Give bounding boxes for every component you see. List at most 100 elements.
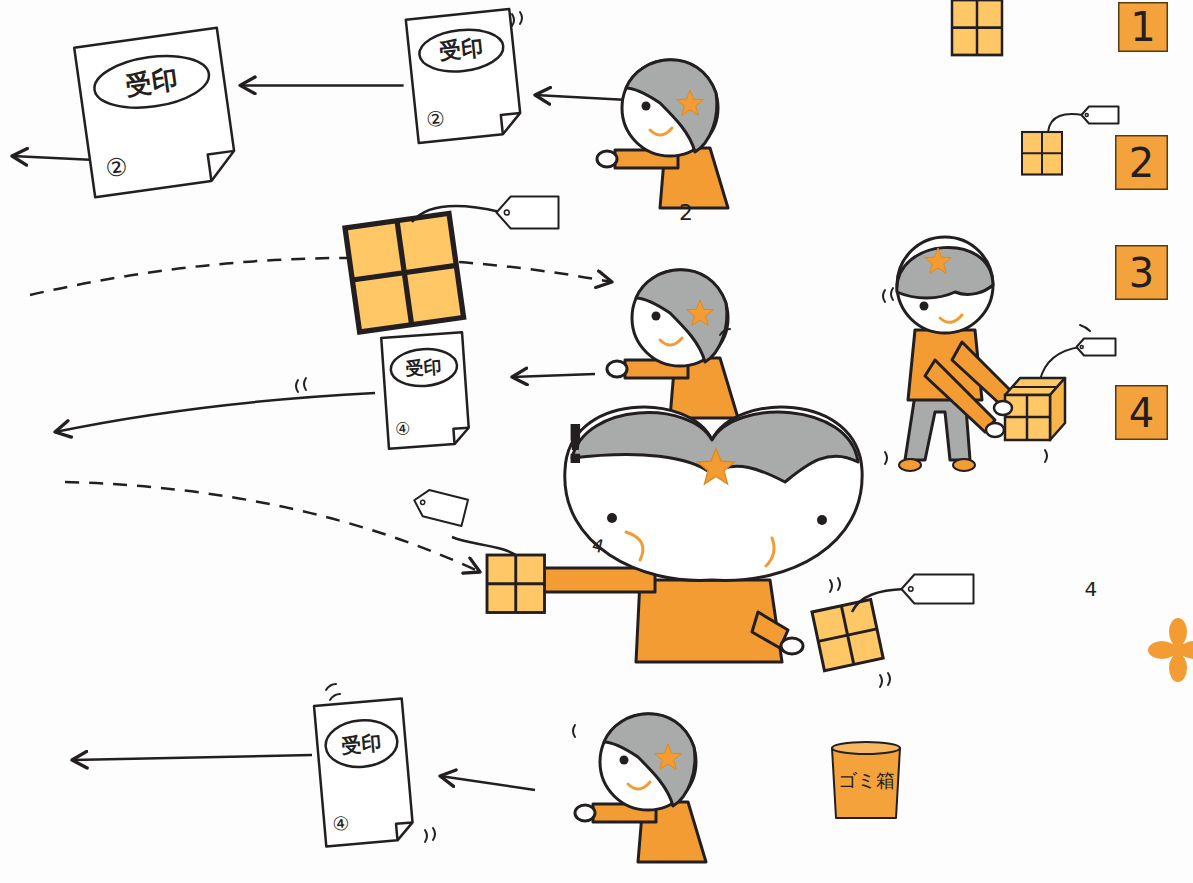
motion-mark	[1080, 325, 1090, 331]
step-number-text: 3	[1129, 253, 1154, 293]
number-square	[1116, 386, 1168, 440]
motion-mark	[880, 673, 890, 687]
tag-outline	[902, 575, 974, 604]
tag-hole	[1085, 114, 1088, 117]
kid-hand	[986, 423, 1004, 437]
packet-arrow	[65, 482, 480, 572]
kid-arm	[925, 360, 995, 432]
packet-tag-shape	[495, 195, 560, 230]
petal	[1169, 654, 1187, 682]
paper-fold	[501, 113, 522, 134]
flower-decoration	[1148, 618, 1193, 682]
sequence-number: ②	[425, 109, 446, 132]
tag-hole	[420, 500, 425, 505]
kid-figure	[575, 714, 706, 862]
motion-mark	[512, 12, 522, 26]
step-number: 4	[1115, 385, 1168, 440]
tag-number: 4	[1085, 579, 1098, 599]
tag-outline	[1077, 339, 1116, 356]
packet-tag: 2	[495, 195, 686, 230]
receipt-paper: 受印④	[312, 696, 416, 848]
tag-hole	[504, 210, 509, 215]
motion-mark	[425, 828, 435, 842]
kid-eye	[607, 513, 617, 523]
motion-mark	[883, 288, 893, 302]
paper-sheet	[381, 332, 470, 448]
send-arrow	[535, 95, 628, 100]
package-line	[1012, 386, 1057, 388]
carrying-kid	[897, 237, 1065, 471]
tag-outline	[411, 487, 468, 526]
paper-sheet	[314, 698, 414, 846]
paper-fold	[208, 151, 238, 181]
packet-tag-shape	[409, 485, 470, 527]
kid-foot	[899, 459, 921, 471]
packet-arrow	[30, 258, 612, 295]
step-number: 1	[1118, 2, 1168, 52]
sequence-number: ④	[394, 421, 410, 439]
motion-mark	[296, 378, 306, 392]
trash-label: ゴミ箱	[838, 771, 895, 790]
packet-tag: 4	[1075, 337, 1193, 357]
trash-can: ゴミ箱	[830, 740, 902, 820]
motion-mark	[885, 452, 887, 464]
tag-string	[412, 206, 500, 222]
tag-hole	[1080, 346, 1083, 349]
paper-fold	[453, 428, 469, 444]
step-number-text: 4	[1129, 393, 1154, 433]
kid-eye	[920, 302, 929, 311]
package	[345, 213, 464, 332]
packet-tag-shape	[900, 573, 975, 605]
kid-star	[925, 248, 952, 273]
send-arrow	[72, 755, 312, 760]
number-square	[1116, 246, 1168, 300]
tag-string	[1040, 347, 1080, 380]
kid-hair	[897, 247, 993, 298]
kid-figure	[607, 270, 738, 418]
package-line	[1005, 416, 1050, 419]
paper-fold	[396, 822, 414, 840]
trash-body	[832, 748, 900, 818]
step-number: 2	[1115, 135, 1168, 190]
tag-string	[852, 589, 904, 612]
motion-mark	[830, 578, 840, 592]
kid-smile	[940, 315, 962, 322]
motion-mark	[573, 725, 575, 737]
kid-arm	[540, 568, 655, 592]
send-arrow	[512, 374, 595, 377]
package	[1022, 132, 1062, 175]
number-square	[1116, 136, 1168, 190]
kid-cheek	[766, 538, 774, 566]
receipt-paper: 受印④	[379, 330, 472, 451]
edge-group	[240, 85, 404, 86]
package	[952, 0, 1002, 55]
kid-face	[565, 407, 862, 580]
petal-center	[1170, 642, 1186, 658]
packet-tag: 4	[900, 573, 1091, 605]
kid-star	[697, 448, 734, 483]
package	[812, 600, 883, 671]
step-number-text: 2	[1129, 143, 1154, 183]
tag-string	[1048, 114, 1083, 132]
surprised-kid	[487, 407, 862, 662]
receipt-paper-shape	[312, 696, 416, 848]
packet-tag-shape	[1080, 105, 1120, 125]
step-number-text: 1	[1130, 7, 1155, 47]
sequence-number: ②	[104, 154, 129, 182]
kid-eye	[817, 515, 827, 525]
motion-mark	[720, 329, 730, 335]
number-square	[1119, 3, 1168, 52]
paper-sheet	[406, 9, 522, 143]
receipt-paper-shape	[404, 7, 525, 146]
tag-number: 2	[679, 202, 693, 224]
motion-mark	[326, 684, 340, 700]
trash-rim	[832, 742, 900, 754]
tag-number: 4	[590, 536, 605, 556]
package	[487, 555, 545, 613]
receipt-paper-shape	[379, 330, 472, 451]
motion-marks	[296, 12, 1090, 842]
motion-mark	[1045, 450, 1047, 462]
tag-outline	[1082, 107, 1119, 124]
kid-figure	[597, 60, 728, 208]
